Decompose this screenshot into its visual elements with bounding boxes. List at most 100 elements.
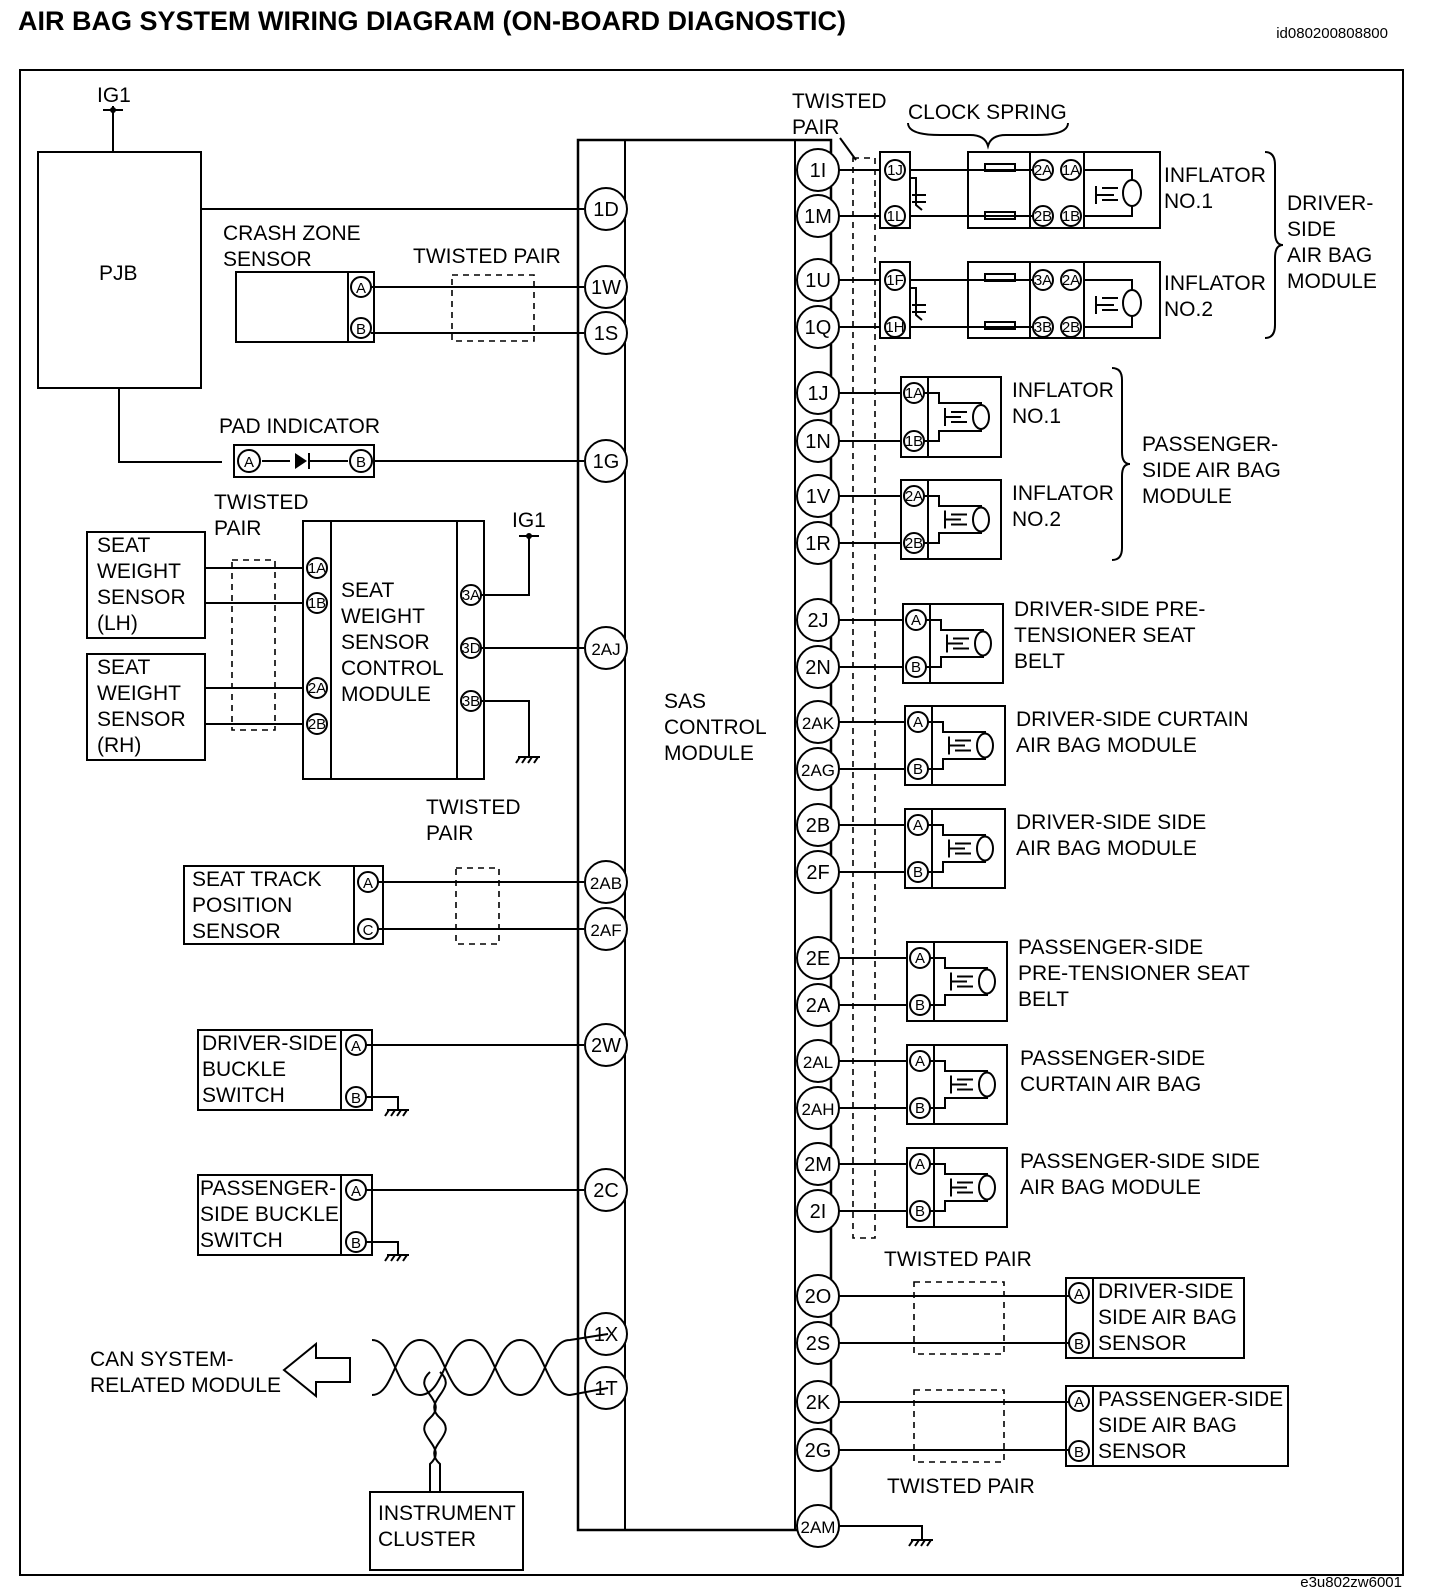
pin-2a: 2A <box>1034 162 1052 179</box>
sw-rh-2: WEIGHT <box>97 682 181 705</box>
di2-2: NO.2 <box>1164 298 1213 321</box>
db-3: SWITCH <box>202 1084 285 1107</box>
ic-2: CLUSTER <box>378 1528 476 1551</box>
twisted-pair-label-1: TWISTED PAIR <box>413 245 561 268</box>
seat-track-sensor: TWISTED PAIR SEAT TRACK POSITION SENSOR … <box>183 796 584 945</box>
pin-a: A <box>915 950 925 967</box>
pin-b: B <box>1074 1336 1084 1353</box>
sas-pin-2m-label: 2M <box>804 1154 832 1176</box>
crash-zone-label-2: SENSOR <box>223 248 312 271</box>
sas-pin-1v-label: 1V <box>806 486 831 508</box>
diagram-frame <box>19 69 1404 1576</box>
seat-weight-sensors: TWISTED PAIR SEAT WEIGHT SENSOR (LH) SEA… <box>86 491 584 780</box>
pin-1h: 1H <box>885 319 904 336</box>
sas-pin-1m-label: 1M <box>804 206 832 228</box>
pin-a: 1A <box>905 385 923 402</box>
sas-pin-1d-label: 1D <box>593 199 619 221</box>
di2-1: INFLATOR <box>1164 272 1266 295</box>
figure-id: e3u802zw6001 <box>1300 1574 1402 1591</box>
pin-a: A <box>913 817 923 834</box>
pin-a: A <box>351 1183 361 1200</box>
right-side-wires <box>839 169 1069 1547</box>
sw-lh-3: SENSOR <box>97 586 186 609</box>
sas-pin-2n-label: 2N <box>805 657 831 679</box>
pin-1j: 1J <box>887 162 903 179</box>
sas-pin-2aj: 2AJ <box>584 626 628 670</box>
passenger-side-side-label-2: AIR BAG MODULE <box>1020 1176 1201 1199</box>
sas-pin-2ab: 2AB <box>584 860 628 904</box>
sas-pin-2e-label: 2E <box>806 948 830 970</box>
tp-sensor-2: TWISTED PAIR <box>887 1475 1035 1498</box>
pss-1: PASSENGER-SIDE <box>1098 1388 1283 1411</box>
sas-pin-2o-label: 2O <box>805 1286 832 1308</box>
pin-1f: 1F <box>886 272 904 289</box>
sas-pin-2c-label: 2C <box>593 1180 619 1202</box>
sas-pin-2k-label: 2K <box>806 1392 831 1414</box>
sas-pin-2j-label: 2J <box>807 610 828 632</box>
sas-pin-2af-label: 2AF <box>590 921 621 940</box>
sas-pin-1n-label: 1N <box>805 431 831 453</box>
sas-pin-1q-label: 1Q <box>805 317 832 339</box>
pin-b: B <box>351 1090 361 1107</box>
pin-a: A <box>356 280 366 297</box>
swcm-2: WEIGHT <box>341 605 425 628</box>
sas-pin-1i-label: 1I <box>810 160 827 182</box>
sas-pin-2i: 2I <box>796 1189 840 1233</box>
sas-pin-2j: 2J <box>796 598 840 642</box>
sw-lh-4: (LH) <box>97 612 138 635</box>
sas-pin-1i: 1I <box>796 148 840 192</box>
pin-b: B <box>915 997 925 1014</box>
ground-symbol <box>384 1109 409 1117</box>
pin-a: A <box>915 1156 925 1173</box>
pin-a: A <box>244 454 254 471</box>
passenger-pretensioner-label-1: PASSENGER-SIDE <box>1018 936 1203 959</box>
pin-1a: 1A <box>308 560 326 577</box>
ic-1: INSTRUMENT <box>378 1502 516 1525</box>
pb-2: SIDE BUCKLE <box>200 1203 339 1226</box>
pin-3a: 3A <box>1034 272 1052 289</box>
dab-2: SIDE <box>1287 218 1336 241</box>
sas-pin-2am-label: 2AM <box>801 1518 836 1537</box>
sas-label-2: CONTROL <box>664 716 767 739</box>
can-2: RELATED MODULE <box>90 1374 281 1397</box>
pin-b: 2B <box>905 535 923 552</box>
sas-pin-1m: 1M <box>796 194 840 238</box>
sas-pin-1r: 1R <box>796 521 840 565</box>
sas-pin-2s: 2S <box>796 1321 840 1365</box>
sas-pin-2w-label: 2W <box>591 1035 621 1057</box>
sw-lh-1: SEAT <box>97 534 150 557</box>
pin-2a: 2A <box>1062 272 1080 289</box>
pin-a: A <box>351 1038 361 1055</box>
pin-b: B <box>913 761 923 778</box>
sas-pin-1d: 1D <box>584 187 628 231</box>
can-1: CAN SYSTEM- <box>90 1348 234 1371</box>
pjb-label: PJB <box>99 262 138 285</box>
driver-side-side-label-1: DRIVER-SIDE SIDE <box>1016 811 1206 834</box>
sas-pin-2c: 2C <box>584 1168 628 1212</box>
passenger-pretensioner-label-2: PRE-TENSIONER SEAT <box>1018 962 1250 985</box>
sas-pin-2aj-label: 2AJ <box>591 640 620 659</box>
sas-control-module: SAS CONTROL MODULE <box>576 138 833 1532</box>
pin-a: 2A <box>905 488 923 505</box>
st-2: POSITION <box>192 894 292 917</box>
dss-2: SIDE AIR BAG <box>1098 1306 1237 1329</box>
pjb-block: IG1 PJB <box>37 84 584 463</box>
pin-1l: 1L <box>887 208 904 225</box>
pin-a: A <box>363 875 373 892</box>
sas-label-3: MODULE <box>664 742 754 765</box>
pb-3: SWITCH <box>200 1229 283 1252</box>
doc-id: id080200808800 <box>1276 25 1388 42</box>
sas-pin-2m: 2M <box>796 1142 840 1186</box>
pin-3b: 3B <box>462 693 480 710</box>
pb-1: PASSENGER- <box>200 1177 336 1200</box>
pss-3: SENSOR <box>1098 1440 1187 1463</box>
sas-pin-2al-label: 2AL <box>803 1053 833 1072</box>
clock-spring-wires <box>910 169 1033 328</box>
sas-pin-2g: 2G <box>796 1428 840 1472</box>
dab-3: AIR BAG <box>1287 244 1372 267</box>
